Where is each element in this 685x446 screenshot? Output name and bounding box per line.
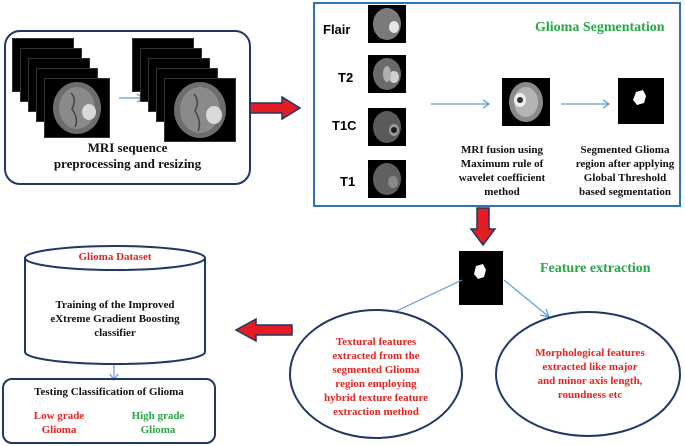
segmented-mask-image: [618, 78, 664, 124]
mri-stack-raw: [10, 36, 110, 138]
fusion-arrow: [431, 99, 491, 109]
segmentation-panel: [313, 2, 681, 207]
testing-arrow: [109, 365, 119, 382]
mri-stack-resized: [130, 36, 240, 142]
preprocess-caption-line2: preprocessing and resizing: [53, 156, 202, 171]
morphological-features-text: Morphological features extracted like ma…: [535, 347, 645, 401]
training-text: Training of the Improved eXtreme Gradien…: [50, 299, 180, 339]
dataset-cylinder: [24, 245, 206, 365]
flow-arrow-to-segmentation: [249, 95, 302, 121]
textural-features-text: Textural features extracted from the seg…: [323, 336, 429, 418]
flow-arrow-to-training: [234, 317, 293, 343]
testing-panel: [2, 378, 216, 444]
fusion-caption: MRI fusion using Maximum rule of wavelet…: [458, 144, 546, 198]
segmentation-arrow: [561, 99, 611, 109]
segmentation-title: Glioma Segmentation: [535, 20, 665, 35]
flair-scan-image: [368, 5, 406, 43]
sequence-label-flair: Flair: [323, 22, 351, 37]
t1c-scan-image: [368, 108, 406, 146]
sequence-label-t2: T2: [338, 70, 354, 85]
testing-title: Testing Classification of Glioma: [34, 386, 184, 398]
segmented-caption: Segmented Glioma region after applying G…: [575, 144, 675, 198]
dataset-label: Glioma Dataset: [78, 251, 152, 263]
brain-scan-image: [174, 82, 226, 138]
brain-scan-image: [53, 82, 101, 134]
flow-arrow-to-features: [469, 207, 497, 247]
t1-scan-image: [368, 160, 406, 198]
sequence-label-t1c: T1C: [332, 118, 357, 133]
feature-ellipses: [289, 309, 681, 439]
feature-extraction-title: Feature extraction: [540, 261, 651, 276]
t2-scan-image: [368, 55, 406, 93]
fused-scan-image: [502, 78, 550, 126]
feature-mask-image: [459, 251, 503, 305]
sequence-label-t1: T1: [340, 174, 356, 189]
preprocess-caption-line1: MRI sequence: [87, 140, 168, 155]
high-grade-label: High grade Glioma: [131, 410, 185, 436]
low-grade-label: Low grade Glioma: [33, 410, 85, 436]
